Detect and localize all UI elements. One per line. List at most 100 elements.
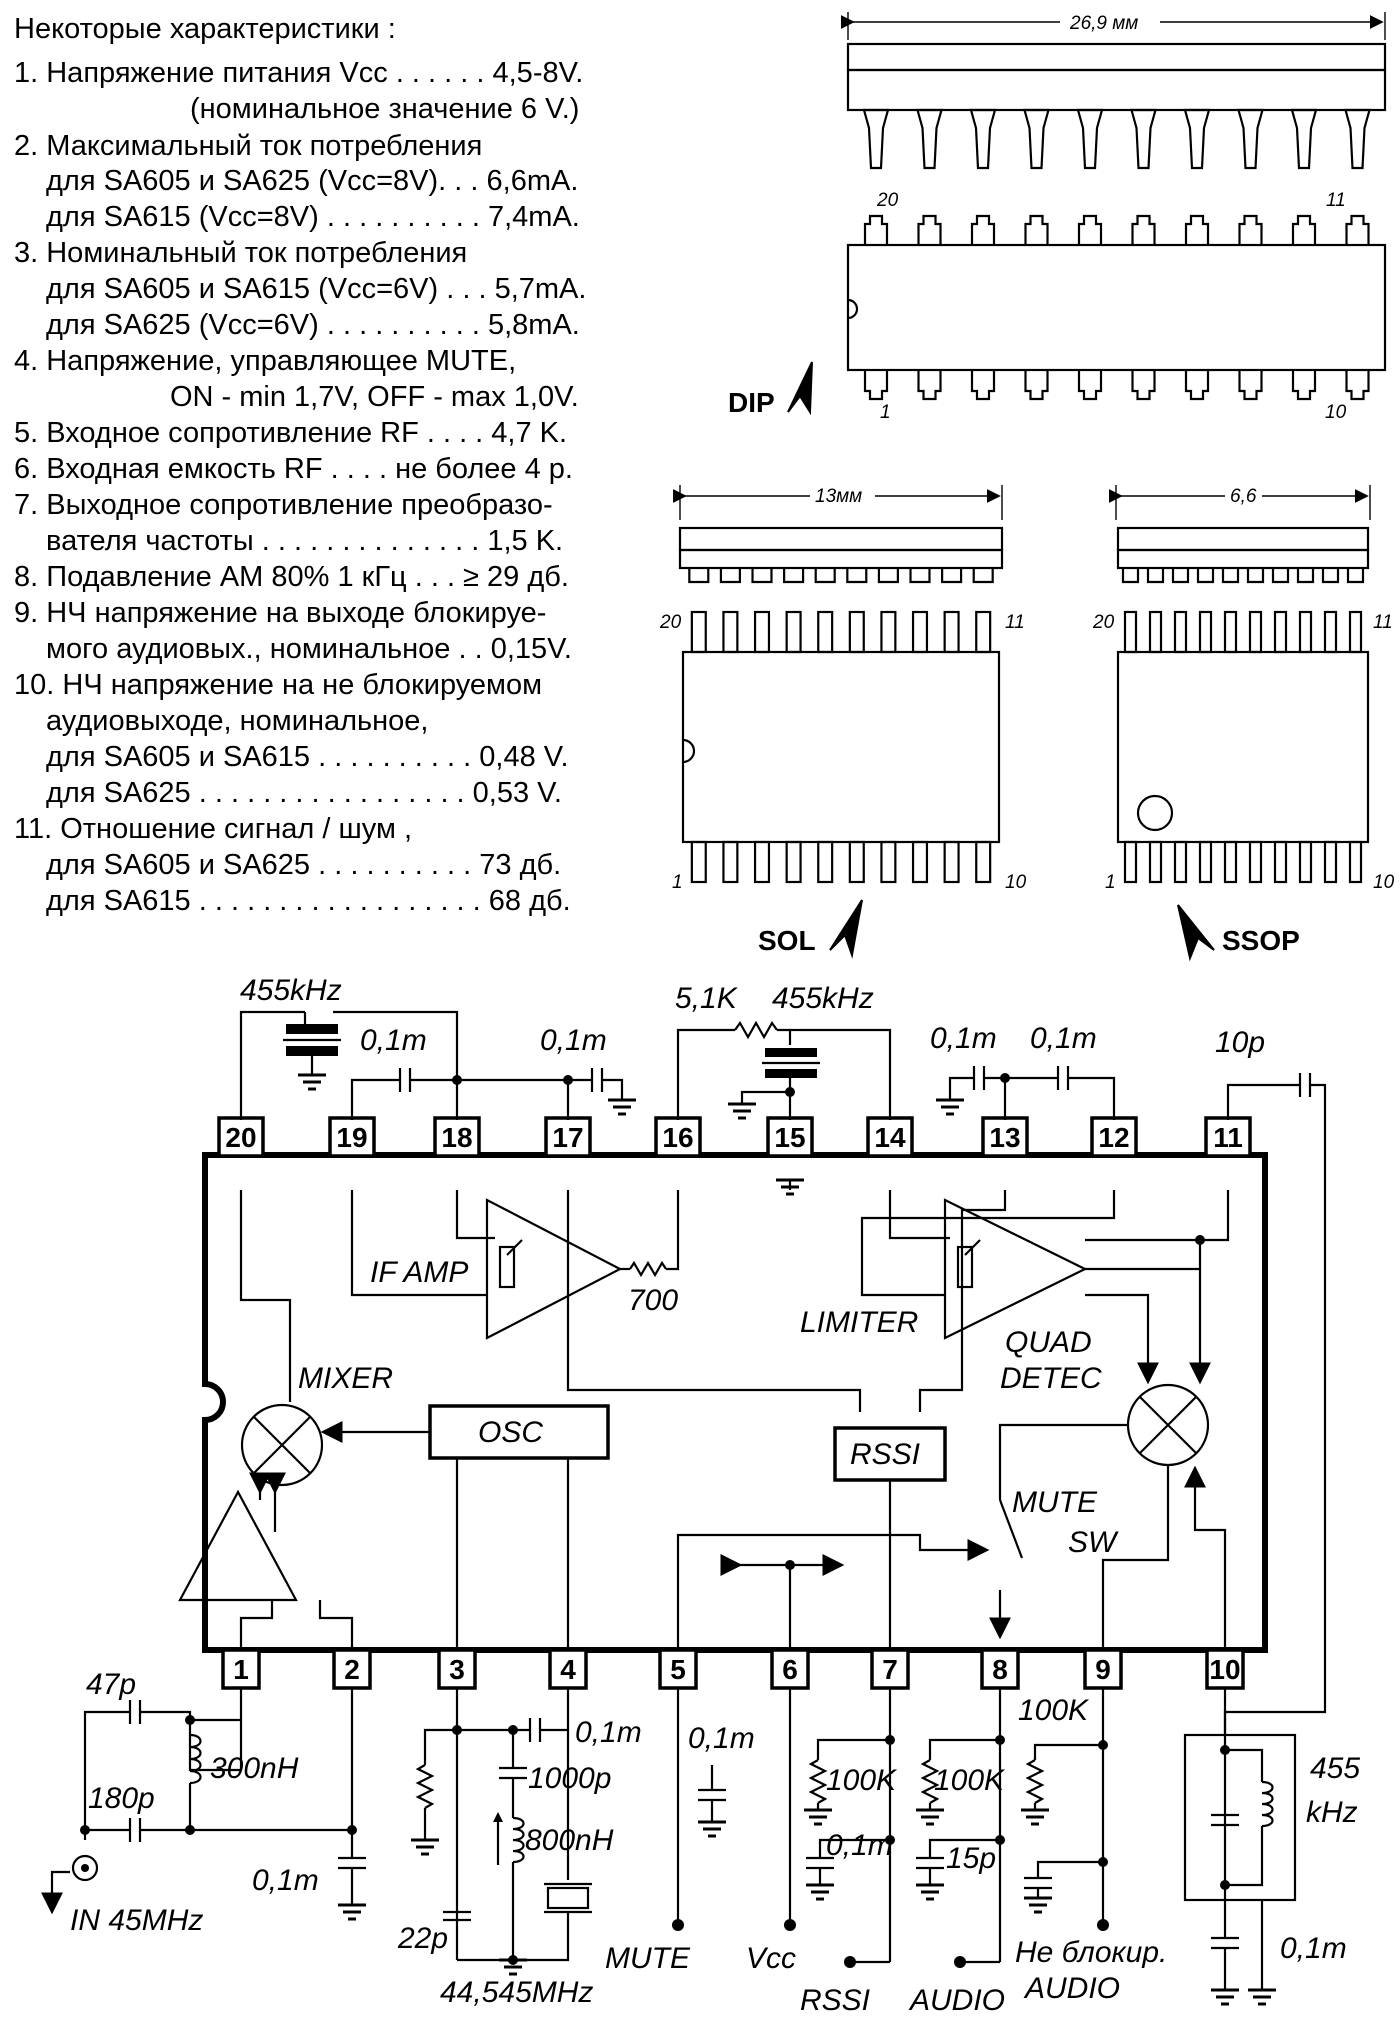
input-label: IN 45MHz: [70, 1904, 203, 1937]
filter-20-label: 455kHz: [240, 974, 342, 1007]
ic-pin-13: 13: [981, 1116, 1029, 1158]
limiter-triangle: [943, 1198, 1088, 1340]
specs-title: Некоторые характеристики :: [14, 13, 396, 45]
sol-package: 13мм 20 11 1 10 SOL: [659, 485, 1027, 959]
ic-pin-3: 3: [437, 1648, 477, 1720]
spec-line: 1. Напряжение питания Vcc . . . . . . 4,…: [14, 57, 583, 89]
spec-line: 4. Напряжение, управляющее MUTE,: [14, 345, 516, 377]
ssop-pin-1: 1: [1105, 872, 1116, 893]
ic-pin-number: 16: [662, 1122, 693, 1153]
ic-pin-9: 9: [1083, 1648, 1123, 1720]
l-800nH-label: 800nH: [525, 1824, 614, 1857]
spec-line: ON - min 1,7V, OFF - max 1,0V.: [170, 381, 579, 413]
ssop-arrow-icon: [1177, 904, 1215, 962]
ic-pin-6: 6: [770, 1648, 810, 1720]
ic-pin-5: 5: [658, 1648, 698, 1720]
ic-pin-number: 18: [441, 1122, 472, 1153]
ic-pin-12: 12: [1090, 1116, 1138, 1158]
out-unmuted-label-1: Не блокир.: [1015, 1936, 1167, 1969]
rssi-label: RSSI: [850, 1438, 920, 1471]
c-180p-label: 180p: [88, 1782, 155, 1815]
out-rssi-label: RSSI: [800, 1984, 870, 2017]
out-unmuted-label-2: AUDIO: [1023, 1972, 1120, 2005]
spec-line: 10. НЧ напряжение на не блокируемом: [14, 669, 542, 701]
filter-16-label: 455kHz: [772, 982, 874, 1015]
spec-line: 11. Отношение сигнал / шум ,: [14, 813, 412, 845]
c-pin7-label: 0,1m: [826, 1829, 893, 1862]
spec-line: аудиовыходе, номинальное,: [46, 705, 428, 737]
ic-pin-10: 10: [1205, 1648, 1245, 1720]
ic-pin-number: 5: [670, 1654, 686, 1685]
ic-pins-top: 20 19 18 17 16 15 14 13 12 11: [217, 1116, 1252, 1158]
ic-pin-number: 10: [1209, 1654, 1240, 1685]
spec-line: 8. Подавление АМ 80% 1 кГц . . . ≥ 29 дб…: [14, 561, 569, 593]
sol-pin-11: 11: [1005, 612, 1025, 633]
r-pin8-label: 100K: [934, 1764, 1006, 1797]
ic-pin-number: 6: [782, 1654, 798, 1685]
ic-pin-number: 8: [992, 1654, 1008, 1685]
spec-line: мого аудиовых., номинальное . . 0,15V.: [46, 633, 572, 665]
tank-label-1: 455: [1310, 1752, 1360, 1785]
ic-body: [202, 1152, 1268, 1653]
mute-sw-label-2: SW: [1068, 1526, 1119, 1559]
ic-pin-16: 16: [654, 1116, 702, 1158]
ssop-pin-20: 20: [1092, 612, 1115, 633]
if-amp-triangle: [485, 1198, 623, 1340]
c-1000p-label: 1000p: [528, 1762, 611, 1795]
ic-pin-number: 14: [874, 1122, 906, 1153]
dip-pin-20: 20: [876, 190, 899, 211]
spec-line: 9. НЧ напряжение на выходе блокируе-: [14, 597, 546, 629]
ssop-label: SSOP: [1222, 925, 1300, 956]
lc-tank-box: [1183, 1733, 1297, 1902]
ic-pin-number: 1: [233, 1654, 249, 1685]
ic-pin-15: 15: [766, 1116, 814, 1158]
ic-pin-8: 8: [980, 1648, 1020, 1720]
out-vcc-label: Vcc: [746, 1942, 796, 1975]
ic-pin-18: 18: [433, 1116, 481, 1158]
c-pin5-label: 0,1m: [688, 1722, 755, 1755]
quad-label-2: DETEC: [1000, 1362, 1102, 1395]
spec-line: 6. Входная емкость RF . . . . не более 4…: [14, 453, 573, 485]
r700-label: 700: [628, 1284, 678, 1317]
ic-pin-2: 2: [332, 1648, 372, 1720]
osc-label: OSC: [478, 1416, 543, 1449]
r-16-label: 5,1K: [675, 982, 739, 1015]
ic-pin-number: 17: [552, 1122, 583, 1153]
spec-line: для SA605 и SA625 (Vcc=8V). . . 6,6mA.: [46, 165, 578, 197]
spec-line: для SA605 и SA615 (Vcc=6V) . . . 5,7mA.: [46, 273, 586, 305]
spec-line: 7. Выходное сопротивление преобразо-: [14, 489, 553, 521]
l-300nH-label: 300nH: [210, 1752, 299, 1785]
c-pin8-label: 15p: [946, 1842, 996, 1875]
sol-arrow-icon: [829, 899, 863, 959]
ic-pin-number: 12: [1098, 1122, 1129, 1153]
ic-pin-number: 20: [225, 1122, 256, 1153]
ic-pin-number: 9: [1095, 1654, 1111, 1685]
spec-line: 5. Входное сопротивление RF . . . . 4,7 …: [14, 417, 567, 449]
out-audio-label: AUDIO: [908, 1984, 1005, 2017]
dip-arrow-icon: [787, 361, 813, 416]
ic-pin-11: 11: [1204, 1116, 1252, 1158]
spec-line: для SA615 . . . . . . . . . . . . . . . …: [46, 885, 571, 917]
r-pin9-label: 100K: [1018, 1694, 1090, 1727]
c-47p-label: 47p: [86, 1668, 136, 1701]
dip-label: DIP: [728, 387, 775, 418]
specifications: Некоторые характеристики : 1. Напряжение…: [14, 13, 586, 917]
crystal-label: 44,545MHz: [440, 1976, 593, 2009]
dip-package: 26,9 мм 20 11 1 10 DIP: [728, 12, 1387, 423]
r-pin6-label: 100K: [826, 1764, 898, 1797]
ic-pin-number: 4: [560, 1654, 576, 1685]
sol-pin-1: 1: [672, 872, 683, 893]
rf-amp-triangle: [178, 1489, 298, 1602]
dip-pin-10: 10: [1325, 402, 1347, 423]
ic-pin-20: 20: [217, 1116, 265, 1158]
sol-pin-20: 20: [659, 612, 682, 633]
ic-pin-1: 1: [221, 1648, 261, 1720]
ssop-pin-10: 10: [1373, 872, 1395, 893]
sol-label: SOL: [758, 925, 816, 956]
ic-pin-19: 19: [328, 1116, 376, 1158]
ic-pin-number: 11: [1213, 1122, 1243, 1153]
ic-pin-number: 7: [882, 1654, 898, 1685]
ssop-package: 6,6 20 11 1 10 SSOP: [1092, 485, 1395, 962]
